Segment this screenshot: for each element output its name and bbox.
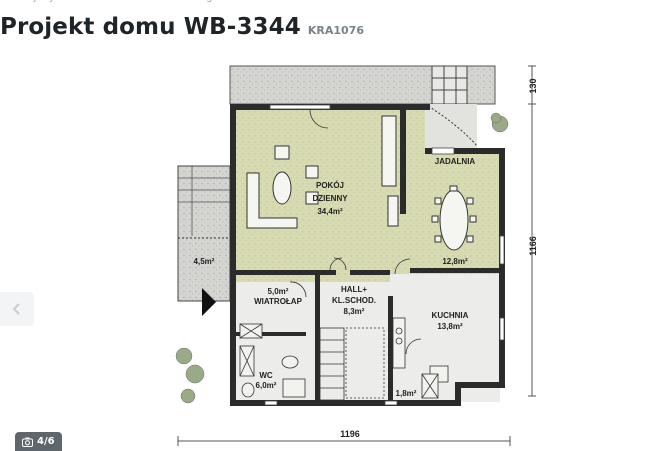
room-taras-area: 4,5m²	[194, 257, 215, 266]
room-kuchnia-name: KUCHNIA	[432, 311, 469, 320]
room-hall-area: 8,3m²	[344, 307, 365, 316]
room-jadalnia-name: JADALNIA	[435, 157, 476, 166]
room-spizarnia-area: 1,8m²	[396, 389, 417, 398]
gallery-prev-button[interactable]	[0, 292, 34, 326]
room-pokoj-name1: POKÓJ	[316, 181, 344, 190]
breadcrumb[interactable]: … / Projekty domów / WB-3344 / Wróć do k…	[0, 0, 225, 4]
room-hall-name2: KL.SCHOD.	[332, 296, 376, 305]
gallery-counter-text: 4/6	[37, 436, 55, 447]
camera-icon	[22, 437, 33, 447]
room-pokoj-name2: DZIENNY	[312, 194, 348, 203]
dimension-terrace: 130	[528, 78, 538, 93]
floor-plan-image[interactable]: 130 1166 1196 POKÓJ DZIENNY 34,4m² JADAL…	[170, 56, 550, 451]
room-hall-name1: HALL+	[341, 285, 367, 294]
image-gallery[interactable]: 130 1166 1196 POKÓJ DZIENNY 34,4m² JADAL…	[0, 52, 560, 451]
chevron-left-icon	[12, 303, 20, 315]
page-title: Projekt domu WB-3344	[0, 14, 301, 40]
project-code: KRA1076	[307, 24, 364, 37]
room-wiatrolap-name: WIATROŁAP	[254, 297, 303, 306]
room-pokoj-area: 34,4m²	[317, 207, 343, 216]
room-jadalnia-area: 12,8m²	[442, 257, 468, 266]
room-wc-area: 6,0m²	[256, 381, 277, 390]
page-header: Projekt domu WB-3344 KRA1076	[0, 14, 364, 40]
room-wiatrolap-area: 5,0m²	[268, 287, 289, 296]
dimension-width: 1196	[340, 429, 360, 439]
gallery-counter-badge: 4/6	[15, 432, 62, 451]
room-wc-name: WC	[259, 371, 273, 380]
room-kuchnia-area: 13,8m²	[437, 322, 463, 331]
dimension-depth: 1166	[528, 236, 538, 256]
